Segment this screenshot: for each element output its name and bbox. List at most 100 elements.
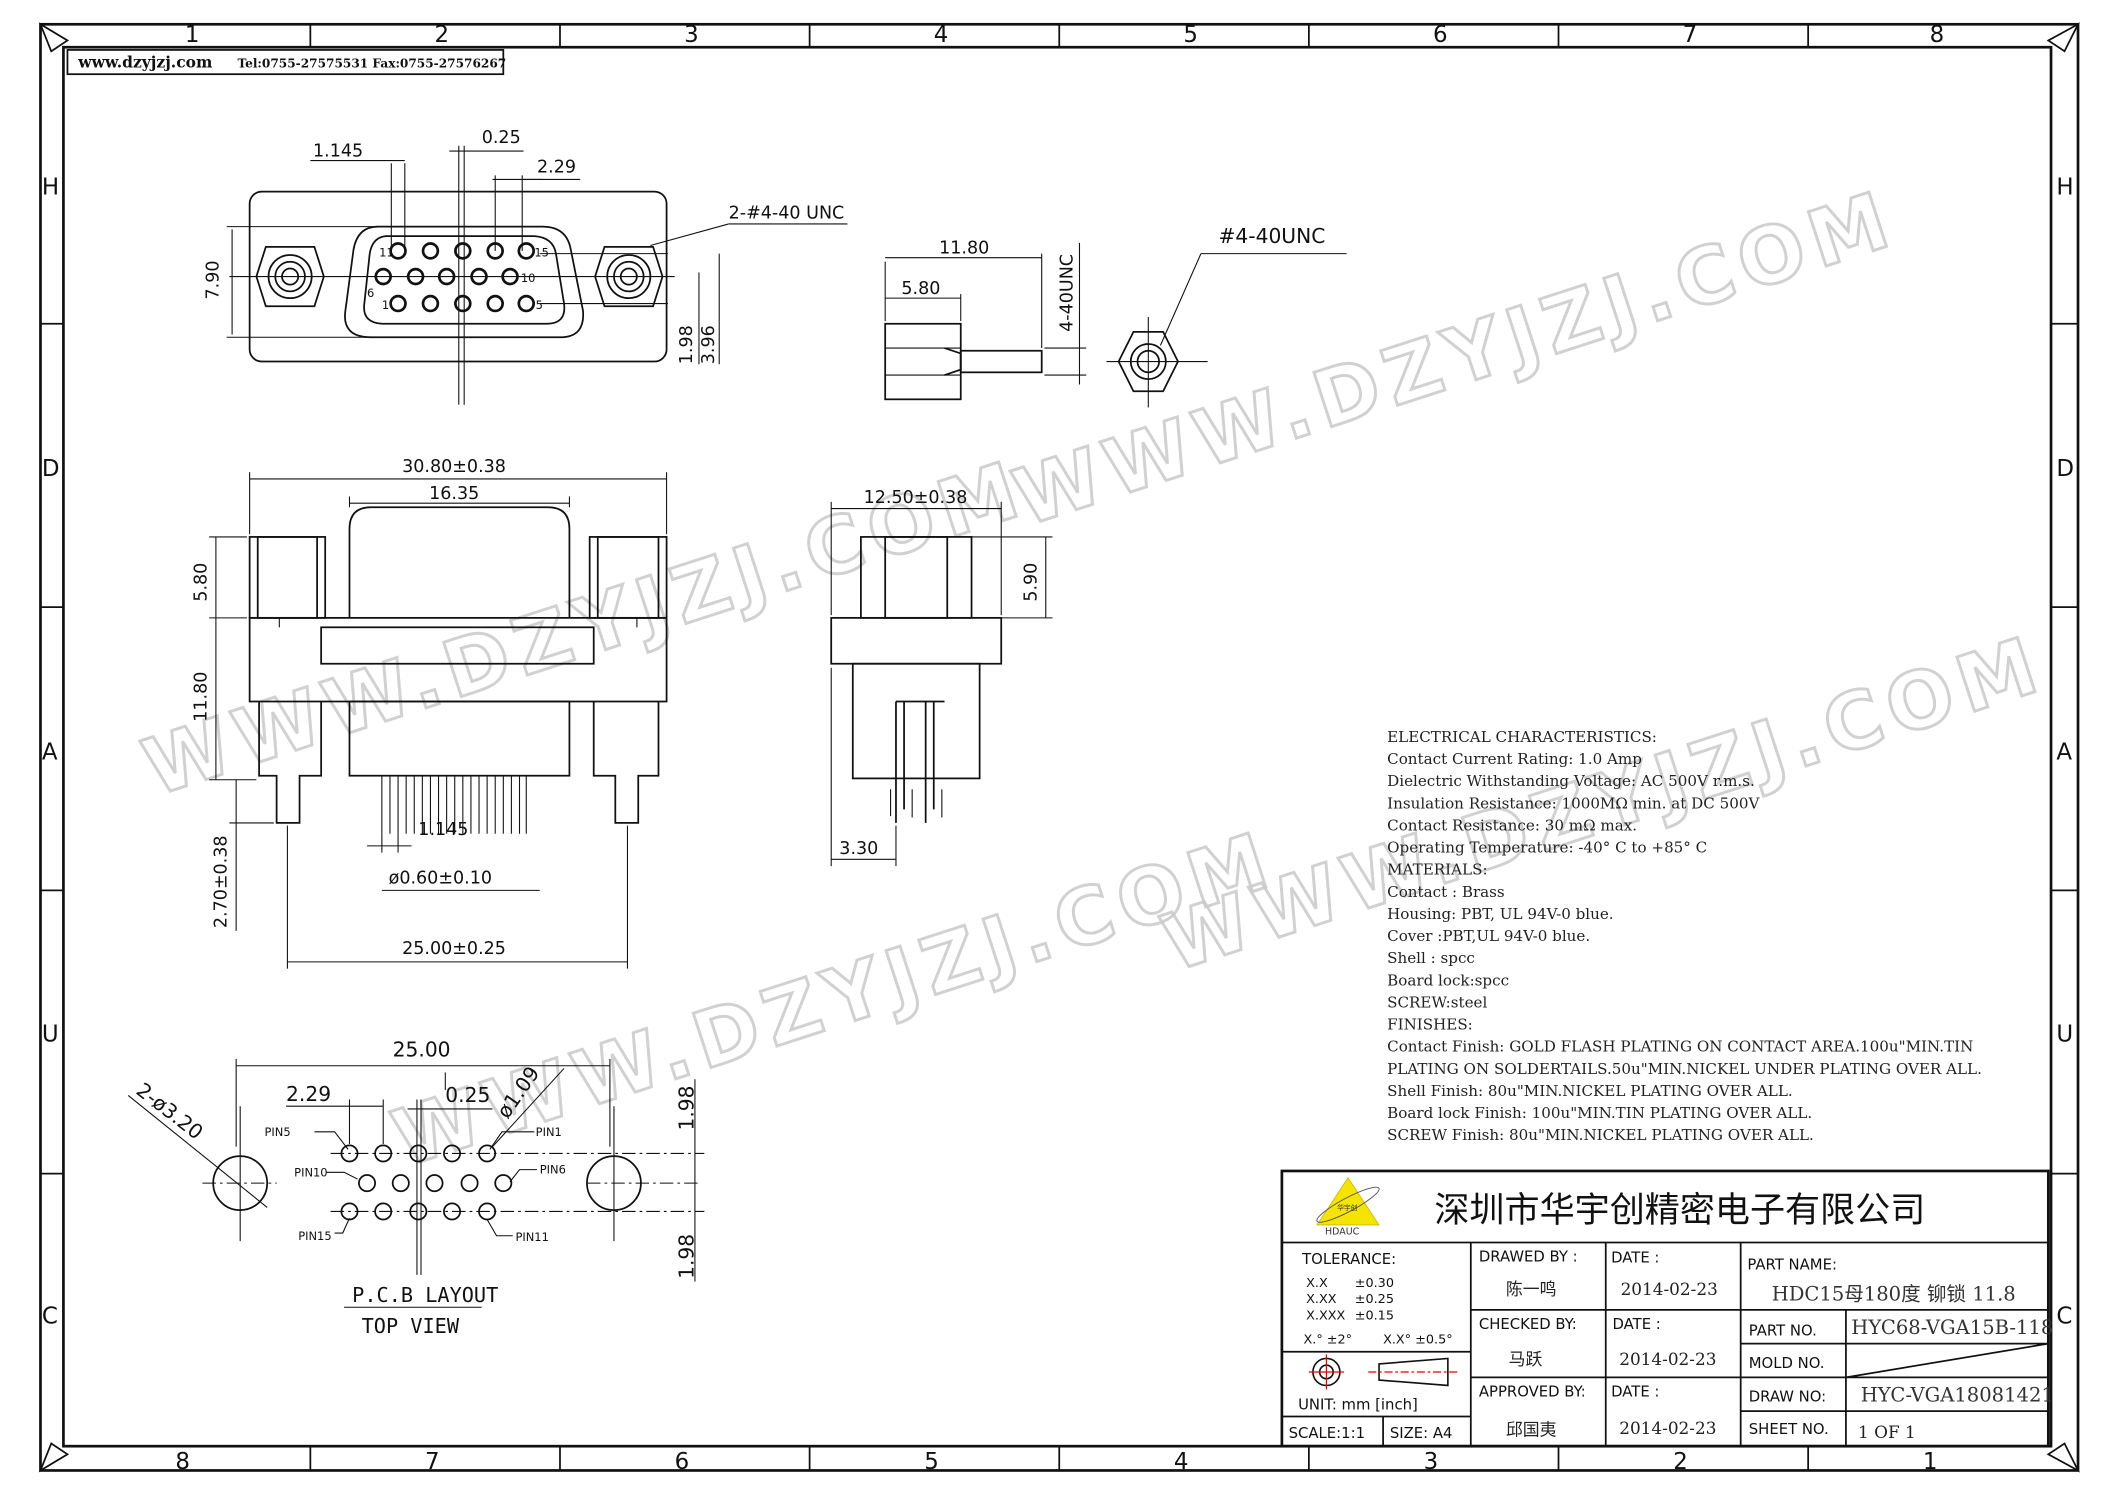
dim-label: 16.35: [429, 484, 479, 504]
pin-number: 1: [382, 298, 389, 312]
grid-letter: C: [2056, 1303, 2072, 1329]
spec-line: Contact Current Rating: 1.0 Amp: [1387, 750, 1642, 768]
dim-label: 0.25: [445, 1083, 490, 1107]
spec-line: Insulation Resistance: 1000MΩ min. at DC…: [1387, 794, 1760, 812]
logo-text: 华宇创: [1337, 1203, 1357, 1212]
grid-number: 2: [1673, 1449, 1688, 1475]
watermark: WWW.DZYJZJ.COM: [383, 814, 1287, 1185]
grid-number: 6: [675, 1449, 690, 1475]
title-block: 华宇创 HDAUC 深圳市华宇创精密电子有限公司 TOLERANCE: X.X …: [1280, 1169, 2054, 1448]
header-box: www.dzyjzj.com Tel:0755-27575531 Fax:075…: [66, 49, 506, 76]
dim-label: ø0.60±0.10: [389, 869, 492, 889]
size-label: SIZE: A4: [1390, 1425, 1453, 1442]
company-logo: 华宇创 HDAUC: [1316, 1176, 1380, 1237]
pin-label: PIN15: [298, 1229, 331, 1243]
spec-line: Operating Temperature: -40° C to +85° C: [1387, 839, 1707, 857]
draw-no-value: HYC-VGA18081421: [1861, 1384, 2054, 1407]
drawed-by-value: 陈一鸣: [1506, 1279, 1557, 1299]
watermark: WWW.DZYJZJ.COM: [1003, 173, 1907, 544]
connector-side-view: 12.50±0.38 5.90 3.30: [830, 488, 1053, 867]
dim-label: 2-ø3.20: [132, 1078, 208, 1145]
sheet-no-label: SHEET NO.: [1749, 1421, 1829, 1438]
scale-label: SCALE:1:1: [1289, 1425, 1365, 1442]
dim-label: 0.25: [482, 128, 521, 148]
grid-number: 1: [185, 22, 200, 48]
dim-label: 1.98: [675, 1234, 699, 1279]
pin-label: PIN11: [515, 1230, 548, 1244]
date-drawn: 2014-02-23: [1621, 1279, 1718, 1299]
grid-number: 5: [1183, 22, 1198, 48]
part-name-value: HDC15母180度 铆锁 11.8: [1772, 1282, 2016, 1305]
watermarks: WWW.DZYJZJ.COM WWW.DZYJZJ.COM WWW.DZYJZJ…: [131, 172, 2056, 1187]
angle-tolerance: X.X° ±0.5°: [1383, 1333, 1453, 1348]
screw-side-view: 11.80 5.80 4-40UNC #4-40UNC: [884, 224, 1347, 408]
draw-no-label: DRAW NO:: [1749, 1389, 1826, 1406]
spec-line: Cover :PBT,UL 94V-0 blue.: [1387, 927, 1590, 945]
dim-label: 1.145: [418, 820, 468, 840]
spec-line: Shell Finish: 80u"MIN.NICKEL PLATING OVE…: [1387, 1082, 1793, 1100]
tolerance-value: ±0.15: [1355, 1308, 1394, 1323]
dim-label: 3.96: [699, 325, 719, 364]
unit-label: UNIT: mm [inch]: [1298, 1397, 1418, 1414]
angle-tolerance: X.° ±2°: [1303, 1333, 1352, 1348]
projection-symbol-icon: [1308, 1354, 1458, 1390]
grid-side-letters: H D A U C H D A U C: [42, 174, 2074, 1329]
date-label: DATE :: [1611, 1383, 1659, 1400]
spec-line: PLATING ON SOLDERTAILS.50u"MIN.NICKEL UN…: [1387, 1060, 1982, 1078]
dim-label: 30.80±0.38: [402, 457, 506, 477]
dim-label: 11.80: [191, 672, 211, 722]
company-name: 深圳市华宇创精密电子有限公司: [1434, 1190, 1925, 1231]
contact-text: Tel:0755-27575531 Fax:0755-27576267: [237, 56, 506, 70]
tolerance-label: TOLERANCE:: [1301, 1251, 1396, 1268]
part-no-label: PART NO.: [1749, 1323, 1817, 1340]
hex-nut: [1106, 253, 1347, 408]
specifications: ELECTRICAL CHARACTERISTICS: Contact Curr…: [1387, 728, 1982, 1144]
grid-number: 1: [1923, 1449, 1938, 1475]
dim-label: 5.80: [191, 563, 211, 602]
grid-number: 2: [434, 22, 449, 48]
dim-label: 5.90: [1021, 563, 1041, 602]
tolerance-value: ±0.30: [1355, 1276, 1394, 1291]
approved-by-label: APPROVED BY:: [1479, 1383, 1586, 1400]
pcb-layout-title: P.C.B LAYOUT: [352, 1283, 498, 1307]
pin-number: 15: [534, 245, 549, 259]
spec-line: Contact : Brass: [1387, 883, 1505, 901]
grid-letter: H: [2056, 174, 2073, 200]
spec-line: MATERIALS:: [1387, 861, 1487, 879]
part-no-value: HYC68-VGA15B-118: [1851, 1316, 2053, 1339]
pin-number: 10: [521, 271, 536, 285]
screw-note: 2-#4-40 UNC: [729, 204, 845, 224]
date-label: DATE :: [1611, 1250, 1659, 1267]
grid-number: 5: [924, 1449, 939, 1475]
pin-holes: [374, 242, 536, 313]
spec-line: Contact Resistance: 30 mΩ max.: [1387, 816, 1637, 834]
dim-label: 12.50±0.38: [864, 488, 968, 508]
pin-number: 6: [367, 286, 374, 300]
dim-label: 7.90: [204, 260, 224, 299]
grid-letter: D: [2056, 456, 2074, 482]
connector-top-view: 11 15 6 10 1 5 1.145 0.25 2.29 2-#4-40 U…: [204, 128, 848, 405]
grid-number: 4: [934, 22, 949, 48]
tolerance-key: X.X: [1306, 1276, 1328, 1291]
spec-line: Contact Finish: GOLD FLASH PLATING ON CO…: [1387, 1038, 1973, 1056]
dim-label: 2.70±0.38: [212, 835, 232, 928]
checked-by-value: 马跃: [1509, 1349, 1543, 1369]
dim-label: 11.80: [939, 239, 989, 259]
date-label: DATE :: [1612, 1316, 1660, 1333]
thread-label: 4-40UNC: [1058, 254, 1078, 332]
dim-label: 25.00±0.25: [402, 939, 506, 959]
connector-front-view: 30.80±0.38 16.35 5.80 11.80 2.70±0.38 1.…: [191, 457, 668, 969]
pin-label: PIN5: [264, 1125, 290, 1139]
pcb-layout-subtitle: TOP VIEW: [362, 1314, 460, 1338]
grid-letter: A: [42, 740, 58, 766]
grid-letter: U: [42, 1021, 59, 1047]
dim-label: 1.98: [675, 1085, 699, 1130]
drawed-by-label: DRAWED BY :: [1479, 1248, 1578, 1265]
website-text: www.dzyjzj.com: [77, 52, 213, 71]
part-name-label: PART NAME:: [1747, 1256, 1837, 1273]
pin-number: 5: [536, 298, 543, 312]
checked-by-label: CHECKED BY:: [1479, 1316, 1577, 1333]
spec-line: Shell : spcc: [1387, 949, 1475, 967]
grid-letter: A: [2056, 740, 2072, 766]
